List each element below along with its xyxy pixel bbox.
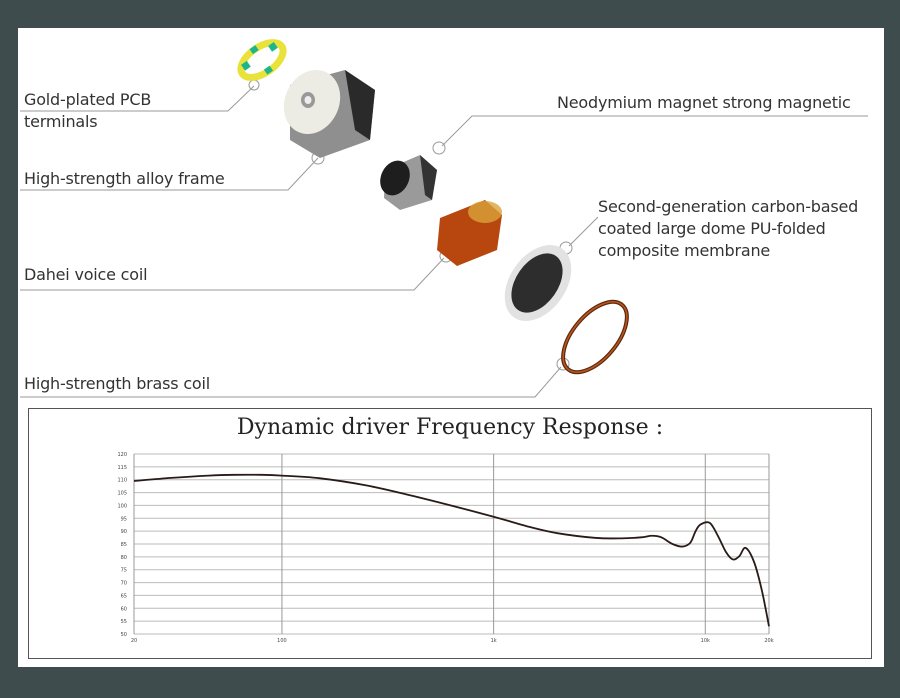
y-tick-label: 115 (117, 465, 127, 471)
pcb-terminals-part (237, 39, 287, 81)
leader-magnet (441, 115, 868, 147)
label-pcb-line1: Gold-plated PCB (24, 90, 152, 109)
y-tick-label: 55 (121, 619, 127, 625)
voice-coil-part (437, 200, 502, 266)
x-tick-label: 100 (277, 638, 287, 644)
brass-coil-part (561, 299, 629, 375)
label-alloy-frame: High-strength alloy frame (24, 169, 225, 188)
y-tick-label: 105 (117, 491, 127, 497)
y-tick-label: 120 (117, 452, 127, 458)
membrane-part (504, 245, 572, 321)
leader-brass-coil (20, 366, 562, 398)
label-voice-coil: Dahei voice coil (24, 265, 148, 284)
label-membrane: Second-generation carbon-based coated la… (598, 196, 858, 262)
x-tick-label: 1k (491, 638, 497, 644)
leader-endpoint-magnet (432, 141, 446, 155)
label-magnet: Neodymium magnet strong magnetic (557, 93, 851, 112)
y-tick-label: 85 (121, 542, 127, 548)
y-tick-label: 90 (121, 529, 127, 535)
chart-title: Dynamic driver Frequency Response : (236, 415, 664, 440)
y-tick-label: 75 (121, 568, 127, 574)
alloy-frame-part (283, 69, 375, 158)
label-pcb-terminals: Gold-plated PCB terminals (24, 89, 151, 133)
y-tick-label: 100 (117, 503, 127, 509)
chart-plot: 120 115 110 105 100 95 90 85 80 75 70 65 60 55 50 20 100… (117, 452, 773, 644)
frequency-response-line (133, 473, 770, 627)
magnet-part (380, 155, 437, 210)
y-tick-label: 70 (121, 581, 127, 587)
label-brass-coil: High-strength brass coil (24, 374, 210, 393)
x-tick-label: 20 (131, 638, 137, 644)
y-tick-label: 80 (121, 555, 127, 561)
leader-membrane (568, 216, 599, 247)
label-membrane-line3: composite membrane (598, 241, 771, 260)
label-pcb-line2: terminals (24, 112, 98, 131)
x-tick-label: 20k (764, 638, 773, 644)
leader-pcb (20, 85, 255, 112)
y-tick-label: 110 (117, 478, 127, 484)
leader-frame (20, 157, 319, 191)
y-tick-label: 95 (121, 516, 127, 522)
leader-endpoint-pcb (248, 79, 260, 91)
y-tick-label: 60 (121, 606, 127, 612)
label-membrane-line2: coated large dome PU-folded (598, 219, 826, 238)
x-tick-label: 10k (701, 638, 710, 644)
y-tick-label: 65 (121, 593, 127, 599)
y-tick-label: 50 (121, 632, 127, 638)
leader-voice-coil (20, 257, 445, 291)
label-membrane-line1: Second-generation carbon-based (598, 197, 859, 216)
